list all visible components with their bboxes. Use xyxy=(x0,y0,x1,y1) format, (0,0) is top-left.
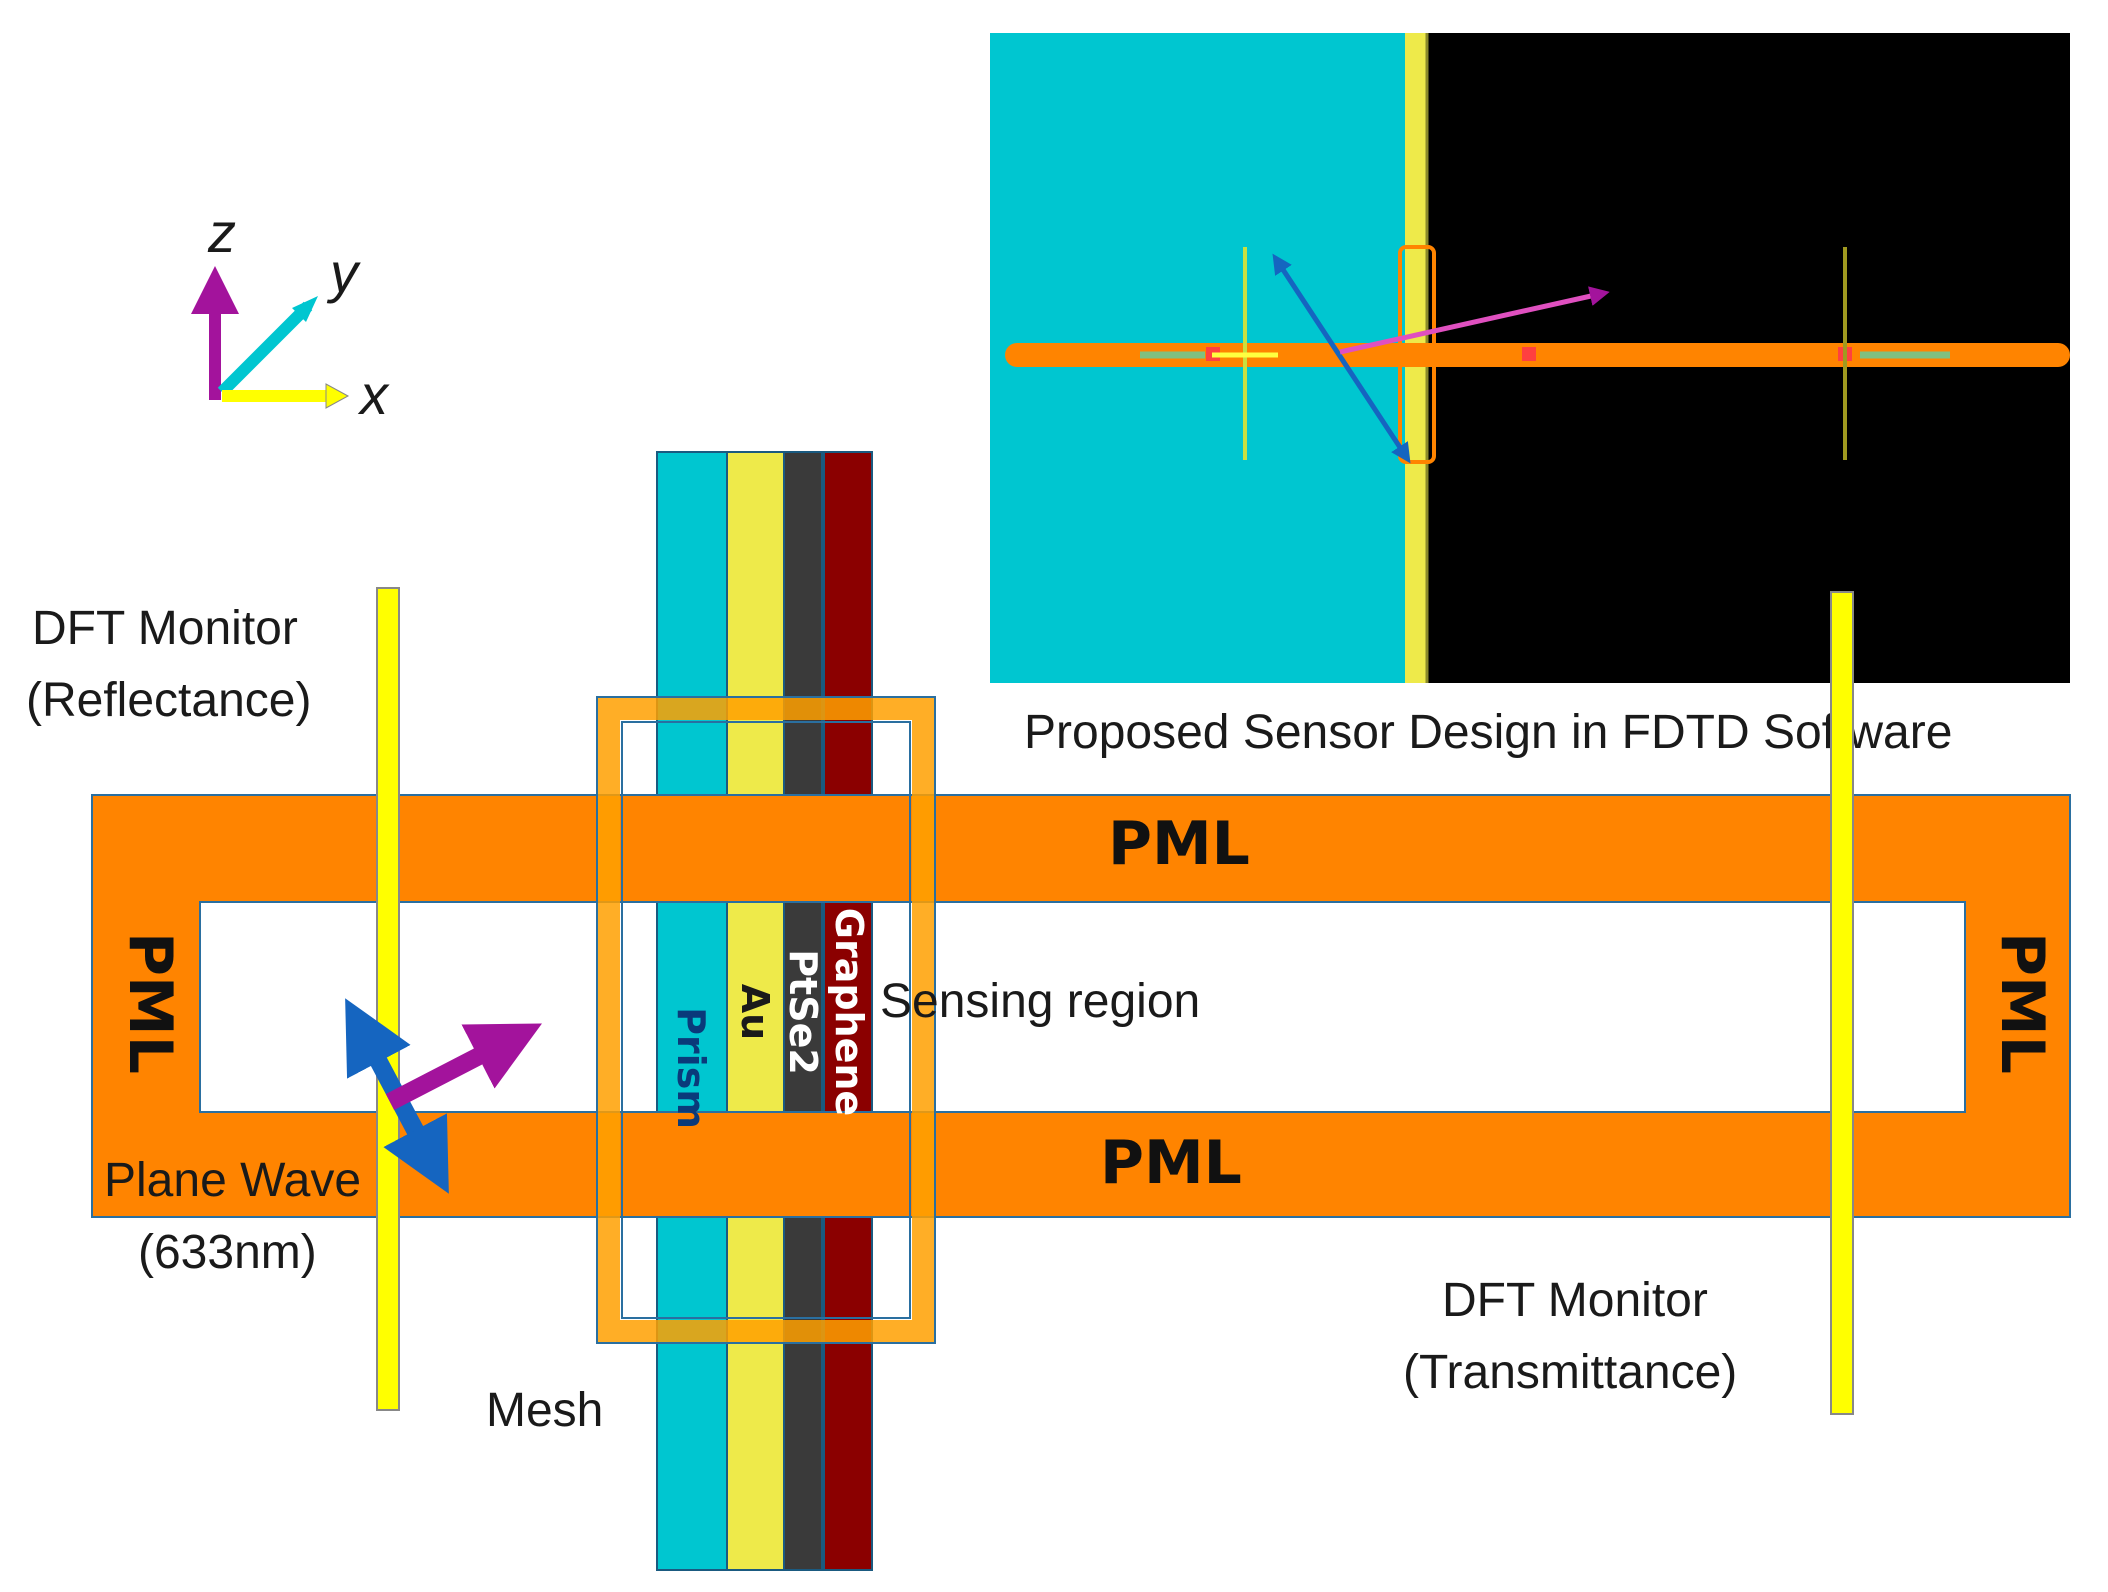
y-axis-arrow xyxy=(217,301,313,397)
inset-propagation-arrow xyxy=(1339,286,1610,355)
graphene-label: Graphene xyxy=(827,908,871,1116)
propagation-arrow xyxy=(385,1023,542,1110)
y-axis-label: y xyxy=(326,241,361,304)
plane-wave-label-line1: Plane Wave xyxy=(104,1154,361,1207)
ptse2-label: PtSe2 xyxy=(781,949,825,1075)
graphene-layer xyxy=(823,451,873,1571)
transmittance-label-line1: DFT Monitor xyxy=(1442,1274,1708,1327)
reflectance-monitor xyxy=(376,587,400,1411)
reflectance-label-line2: (Reflectance) xyxy=(26,674,311,727)
mesh-inner xyxy=(621,721,911,1319)
pml-left-label: PML xyxy=(115,932,185,1074)
reflectance-label-line1: DFT Monitor xyxy=(32,602,298,655)
prism-label: Prism xyxy=(669,1007,713,1129)
prism-layer xyxy=(656,451,728,1571)
fdtd-inset xyxy=(990,33,2070,683)
pml-bottom-label: PML xyxy=(1100,1128,1242,1198)
mesh-label: Mesh xyxy=(486,1384,603,1437)
pml-right-label: PML xyxy=(1987,932,2057,1074)
y-axis-arrowhead xyxy=(292,296,318,322)
pml-boundary xyxy=(91,794,2071,1218)
x-axis-arrowhead xyxy=(325,383,350,409)
plane-wave-label-line2: (633nm) xyxy=(138,1226,317,1279)
x-axis-label: x xyxy=(357,363,390,426)
pml-frame xyxy=(91,794,2071,1218)
z-axis-label: z xyxy=(207,201,236,264)
plane-wave-arrows xyxy=(345,998,542,1194)
au-label: Au xyxy=(733,984,777,1040)
inset-pml-strip xyxy=(1005,343,2070,367)
mesh-region xyxy=(596,696,936,1344)
pml-top-label: PML xyxy=(1108,809,1250,879)
sensing-region-label: Sensing region xyxy=(880,975,1200,1028)
inset-marker-2 xyxy=(1522,347,1536,361)
ptse2-layer xyxy=(783,451,823,1571)
layer-stack xyxy=(656,451,873,1571)
mesh-outer xyxy=(596,696,936,1344)
transmittance-monitor xyxy=(1830,591,1854,1415)
inset-caption: Proposed Sensor Design in FDTD Software xyxy=(1024,706,1952,759)
inset-polarization-arrow xyxy=(1272,253,1411,464)
transmittance-label-line2: (Transmittance) xyxy=(1403,1346,1737,1399)
mesh-band xyxy=(598,698,934,1342)
coordinate-axes: z y x xyxy=(191,201,390,426)
